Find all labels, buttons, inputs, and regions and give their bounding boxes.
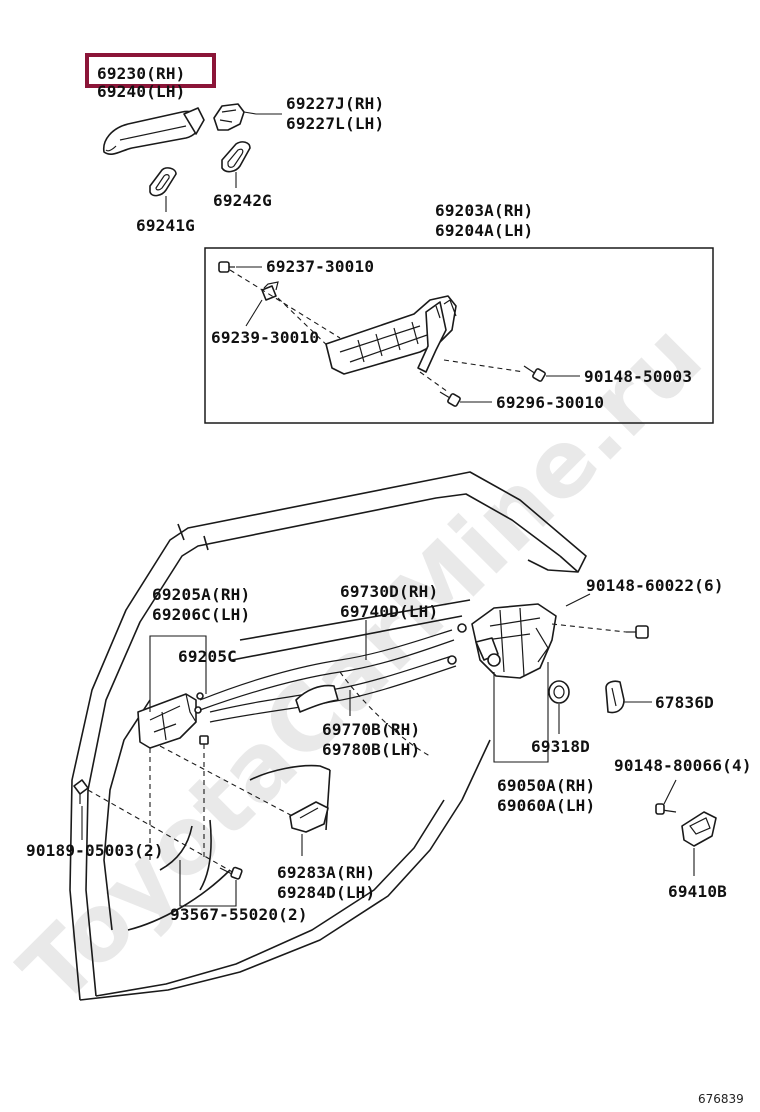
- assembly-line-lock-screw: [551, 623, 627, 633]
- bracket-69205a: [149, 635, 207, 712]
- screw-90148-50003[interactable]: [523, 365, 546, 382]
- handle-pad-front-part[interactable]: [149, 167, 177, 197]
- assembly-line-box-2: [277, 297, 335, 353]
- assembly-line-box-4: [419, 371, 449, 393]
- assembly-line-clip: [87, 789, 237, 875]
- pull-handle-cover[interactable]: [289, 801, 329, 833]
- handle-pad-front-inner: [155, 174, 170, 191]
- label-69205a[interactable]: 69205A(RH): [152, 585, 250, 604]
- label-90189[interactable]: 90189-05003(2): [26, 841, 164, 860]
- frame-assembly-box: [204, 247, 714, 424]
- label-69242g[interactable]: 69242G: [213, 191, 272, 210]
- screw-69296[interactable]: [439, 391, 461, 407]
- leader-90148-60022: [565, 593, 591, 607]
- screw-69237[interactable]: [218, 261, 235, 273]
- label-69205c[interactable]: 69205C: [178, 647, 237, 666]
- label-69227j[interactable]: 69227J(RH): [286, 94, 384, 113]
- outside-handle-grip: [105, 125, 187, 152]
- label-69284d[interactable]: 69284D(LH): [277, 883, 375, 902]
- screw-90148-60022[interactable]: [626, 625, 649, 639]
- label-69770b[interactable]: 69770B(RH): [322, 720, 420, 739]
- pad-69239[interactable]: [261, 281, 279, 301]
- inside-handle-part[interactable]: [137, 693, 197, 749]
- label-69230[interactable]: 69230(RH): [97, 64, 186, 83]
- handle-frame-part[interactable]: [325, 295, 457, 375]
- clip-90189[interactable]: [73, 779, 89, 804]
- label-69740d[interactable]: 69740D(LH): [340, 602, 438, 621]
- seal-67836d[interactable]: [605, 680, 625, 714]
- label-69050a[interactable]: 69050A(RH): [497, 776, 595, 795]
- assembly-line-cable: [339, 671, 431, 757]
- label-69283a[interactable]: 69283A(RH): [277, 863, 375, 882]
- label-69780b[interactable]: 69780B(LH): [322, 740, 420, 759]
- label-69296[interactable]: 69296-30010: [496, 393, 604, 412]
- label-69227l[interactable]: 69227L(LH): [286, 114, 384, 133]
- label-69410b[interactable]: 69410B: [668, 882, 727, 901]
- label-90148-60022[interactable]: 90148-60022(6): [586, 576, 724, 595]
- bracket-69050a: [493, 662, 549, 763]
- label-69060a[interactable]: 69060A(LH): [497, 796, 595, 815]
- striker-69410b[interactable]: [655, 803, 717, 847]
- label-93567[interactable]: 93567-55020(2): [170, 905, 308, 924]
- handle-cover-detail: [219, 109, 237, 123]
- cable-69770b[interactable]: [209, 655, 457, 723]
- handle-cover-part[interactable]: [213, 103, 245, 131]
- door-lock-part[interactable]: [471, 603, 557, 679]
- leader-69239: [245, 299, 263, 327]
- leader-90148-80066: [663, 779, 677, 805]
- highlight-box: [85, 53, 216, 88]
- handle-pad-rear-part[interactable]: [221, 141, 251, 173]
- cable-69730d[interactable]: [199, 623, 467, 711]
- label-69241g[interactable]: 69241G: [136, 216, 195, 235]
- label-67836d[interactable]: 67836D: [655, 693, 714, 712]
- outside-handle-end: [183, 107, 205, 135]
- label-69239[interactable]: 69239-30010: [211, 328, 319, 347]
- handle-pad-rear-inner: [227, 148, 244, 168]
- label-69318d[interactable]: 69318D: [531, 737, 590, 756]
- label-69204a[interactable]: 69204A(LH): [435, 221, 533, 240]
- handle-bezel-69205c[interactable]: [194, 692, 209, 745]
- label-69206c[interactable]: 69206C(LH): [152, 605, 250, 624]
- watermark: ToyotaCarMine.ru: [0, 303, 722, 1025]
- label-90148-80066[interactable]: 90148-80066(4): [614, 756, 752, 775]
- assembly-line-box-3: [443, 359, 525, 373]
- label-90148-50003[interactable]: 90148-50003: [584, 367, 692, 386]
- label-69240[interactable]: 69240(LH): [97, 82, 186, 101]
- grommet-69318d[interactable]: [548, 680, 570, 704]
- leader-69227: [243, 111, 282, 115]
- label-69730d[interactable]: 69730D(RH): [340, 582, 438, 601]
- figure-number: 676839: [698, 1092, 744, 1106]
- label-69203a[interactable]: 69203A(RH): [435, 201, 533, 220]
- label-69237[interactable]: 69237-30010: [266, 257, 374, 276]
- screw-93567[interactable]: [219, 866, 243, 880]
- door-outline: [69, 471, 587, 1001]
- bracket-93567: [179, 860, 237, 907]
